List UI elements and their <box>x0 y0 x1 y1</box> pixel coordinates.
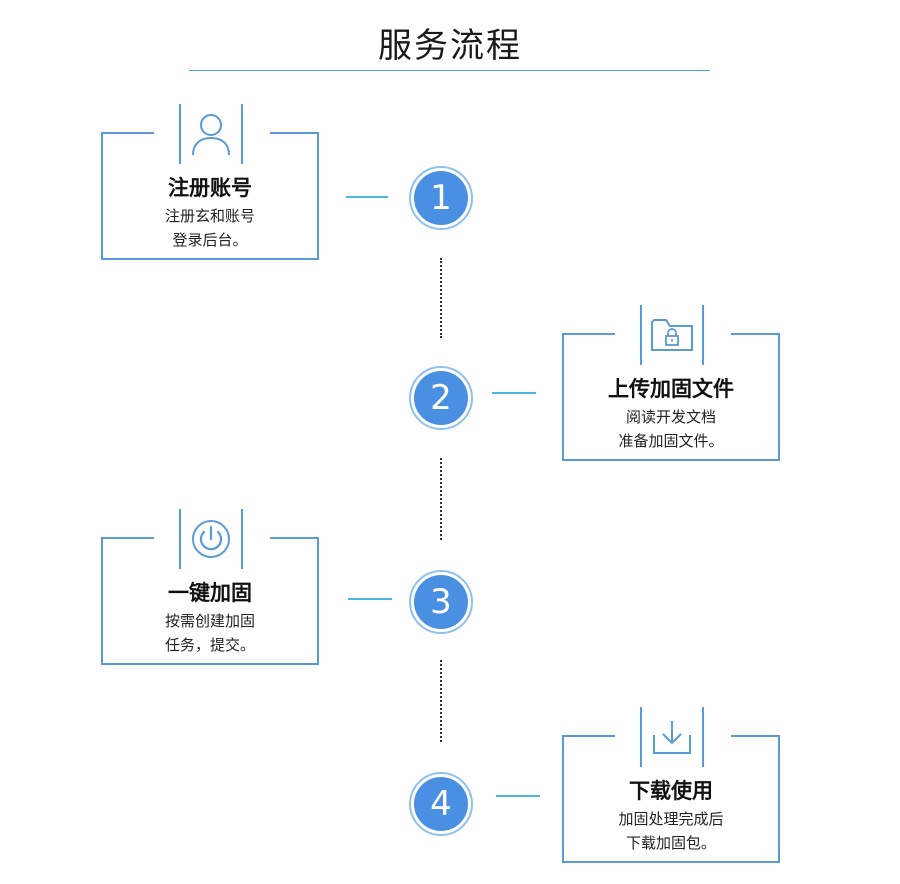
step-description: 注册玄和账号 登录后台。 <box>164 207 255 249</box>
step-description: 按需创建加固 任务，提交。 <box>164 612 255 654</box>
power-icon <box>179 509 243 569</box>
download-icon <box>640 707 704 767</box>
step-number-3: 3 <box>409 570 473 634</box>
step-description: 加固处理完成后 下载加固包。 <box>618 810 724 852</box>
page-title: 服务流程 <box>378 26 522 66</box>
connector-2 <box>492 392 536 394</box>
timeline-dots-1-2 <box>440 258 442 338</box>
connector-1 <box>346 196 388 198</box>
step-card-2: 上传加固文件 阅读开发文档 准备加固文件。 <box>562 305 780 461</box>
step-title: 上传加固文件 <box>608 377 734 401</box>
step-description: 阅读开发文档 准备加固文件。 <box>618 408 724 450</box>
step-title: 下载使用 <box>629 779 713 803</box>
title-underline <box>189 70 710 71</box>
step-number-1: 1 <box>409 166 473 230</box>
step-number-2: 2 <box>409 366 473 430</box>
step-card-3: 一键加固 按需创建加固 任务，提交。 <box>101 509 319 665</box>
step-number-4: 4 <box>409 772 473 836</box>
step-card-1: 注册账号 注册玄和账号 登录后台。 <box>101 104 319 260</box>
timeline-dots-2-3 <box>440 458 442 540</box>
step-title: 一键加固 <box>168 581 252 605</box>
connector-4 <box>496 795 540 797</box>
step-card-4: 下载使用 加固处理完成后 下载加固包。 <box>562 707 780 863</box>
user-icon <box>179 104 243 164</box>
locked-folder-icon <box>640 305 704 365</box>
timeline-dots-3-4 <box>440 660 442 742</box>
connector-3 <box>348 598 392 600</box>
step-title: 注册账号 <box>168 176 252 200</box>
